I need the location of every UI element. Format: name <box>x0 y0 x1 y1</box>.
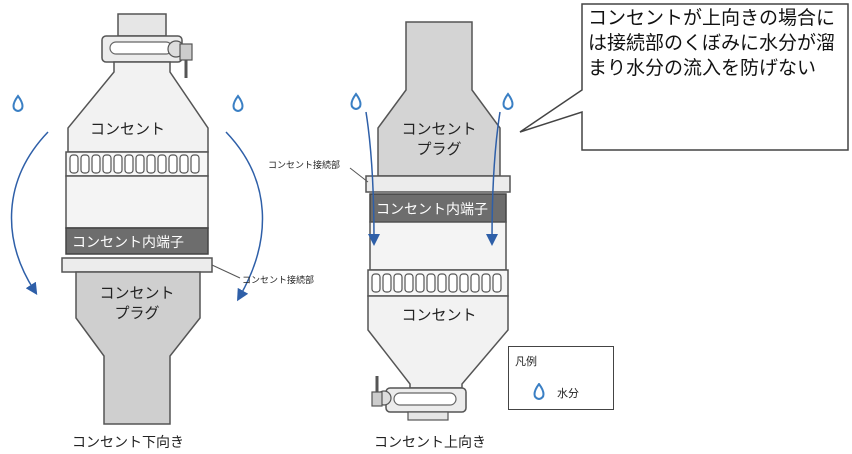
left-figure-caption: コンセント下向き <box>72 435 184 451</box>
left-joint-leader <box>211 264 241 279</box>
legend-item-label: 水分 <box>557 387 579 400</box>
left-top-cap <box>117 13 167 37</box>
water-drop-icon <box>533 383 545 401</box>
right-plug-label-line1: コンセント <box>401 120 477 138</box>
water-drop-icon <box>12 94 24 113</box>
water-drop-icon <box>350 92 362 111</box>
left-plug-label-line1: コンセント <box>99 284 175 302</box>
right-figure-caption: コンセント上向き <box>374 435 486 451</box>
left-joint-label: コンセント接続部 <box>242 276 315 286</box>
left-joint-flange <box>61 257 213 273</box>
right-bottom-cap <box>407 411 449 421</box>
right-joint-flange <box>365 175 511 193</box>
right-joint-leader <box>349 167 369 183</box>
right-plug-label-line2: プラグ <box>416 140 462 158</box>
left-body-label: コンセント <box>90 120 166 138</box>
flow-arrow-icon <box>486 111 501 246</box>
right-lower-housing <box>369 221 507 271</box>
water-drop-icon <box>232 94 244 113</box>
right-inner-terminal-label: コンセント内端子 <box>376 202 488 218</box>
clamp-screw-icon <box>167 40 193 78</box>
left-inner-terminal <box>65 227 209 255</box>
left-plug-label-line2: プラグ <box>114 304 160 322</box>
left-plug <box>75 271 201 425</box>
left-outlet-figure <box>10 13 264 425</box>
legend: 凡例 水分 <box>508 346 614 410</box>
legend-title: 凡例 <box>515 355 537 368</box>
water-drop-icon <box>502 92 514 111</box>
clamp-screw-icon <box>371 376 392 407</box>
flow-arrow-icon <box>10 131 49 296</box>
right-outlet-figure <box>349 21 514 421</box>
right-body-label: コンセント <box>401 306 477 324</box>
flow-arrow-icon <box>365 111 380 246</box>
right-joint-label: コンセント接続部 <box>268 161 341 171</box>
callout-box <box>519 3 849 151</box>
left-lower-housing <box>65 175 209 229</box>
flow-arrow-icon <box>225 131 264 302</box>
left-inner-terminal-label: コンセント内端子 <box>72 235 184 251</box>
callout-text: コンセントが上向きの場合には接続部のくぼみに水分が溜まり水分の流入を防げない <box>588 7 836 79</box>
